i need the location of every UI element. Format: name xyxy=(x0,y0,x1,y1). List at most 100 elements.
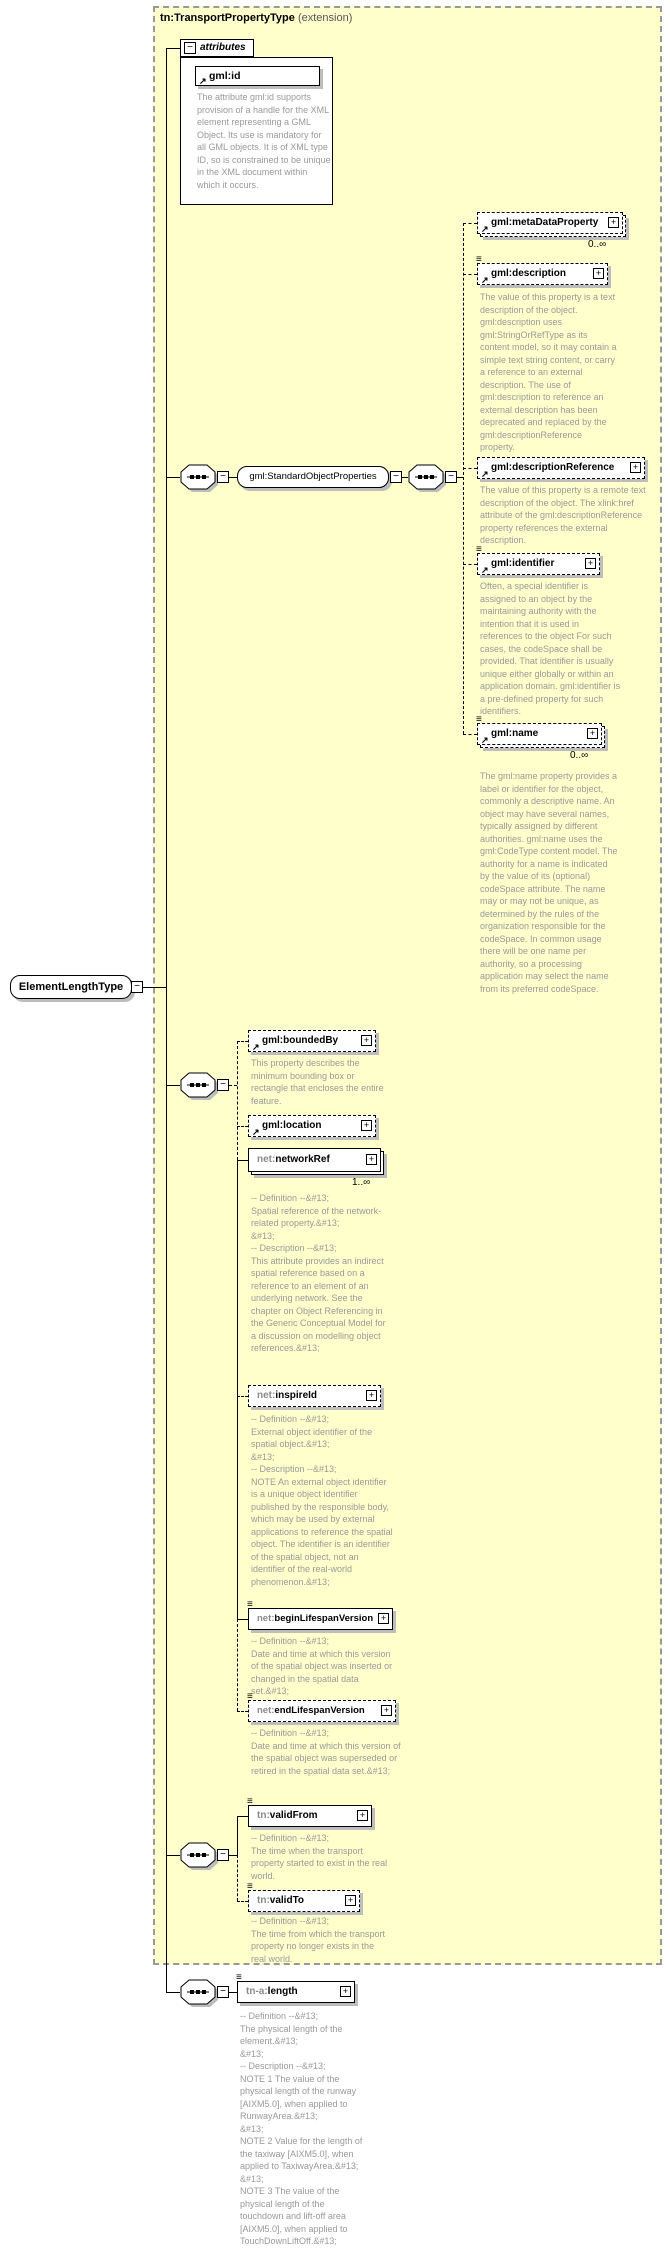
collapse-toggle[interactable]: − xyxy=(217,471,229,483)
element-tn-validTo[interactable]: ≡ tn:validTo + xyxy=(247,1882,360,1912)
sequence-icon[interactable] xyxy=(180,1842,220,1872)
sequence-icon[interactable] xyxy=(180,1072,220,1102)
element-tn-a-length[interactable]: ≡ tn-a:length + xyxy=(236,1973,355,2003)
cardinality-label: 1..∞ xyxy=(352,1177,371,1188)
expand-icon[interactable]: + xyxy=(585,558,596,569)
collapse-toggle[interactable]: − xyxy=(217,1079,229,1091)
annotation-icon: ≡ xyxy=(247,1881,253,1892)
collapse-toggle[interactable]: − xyxy=(131,981,143,993)
element-gml-description[interactable]: ≡ ↗ gml:description + xyxy=(476,255,608,285)
connector-line xyxy=(166,1085,180,1086)
connector-line xyxy=(463,468,477,469)
collapse-toggle[interactable]: − xyxy=(184,42,196,54)
connector-line xyxy=(143,987,166,988)
element-net-networkRef[interactable]: net:networkRef + xyxy=(248,1148,381,1172)
annotation-icon: ≡ xyxy=(476,254,482,265)
collapse-toggle[interactable]: − xyxy=(390,471,402,483)
collapse-toggle[interactable]: − xyxy=(217,1986,229,1998)
element-doc: This property describes the minimum boun… xyxy=(251,1058,384,1106)
reference-arrow-icon: ↗ xyxy=(252,1042,260,1052)
expand-icon[interactable]: + xyxy=(340,1986,351,1997)
collapse-toggle[interactable]: − xyxy=(217,1849,229,1861)
cardinality-label: 0..∞ xyxy=(588,239,607,250)
sequence-icon[interactable] xyxy=(180,464,220,494)
element-gml-name[interactable]: ≡ ↗ gml:name + xyxy=(476,715,602,745)
expand-icon[interactable]: + xyxy=(378,1613,389,1624)
connector-line xyxy=(463,564,477,565)
element-doc: -- Definition --&#13; The time from whic… xyxy=(251,1916,386,1964)
reference-arrow-icon: ↗ xyxy=(481,275,489,285)
reference-arrow-icon: ↗ xyxy=(481,224,489,234)
connector-line xyxy=(463,223,464,734)
element-label: net:networkRef xyxy=(257,1154,330,1165)
connector-line xyxy=(229,477,237,478)
element-label: net:inspireId xyxy=(257,1390,318,1401)
element-gml-identifier[interactable]: ≡ ↗ gml:identifier + xyxy=(476,545,600,575)
spine-line xyxy=(166,48,167,1992)
annotation-icon: ≡ xyxy=(476,714,482,725)
expand-icon[interactable]: + xyxy=(366,1390,377,1401)
connector-line xyxy=(229,1855,237,1856)
expand-icon[interactable]: + xyxy=(630,462,641,473)
element-doc: Often, a special identifier is assigned … xyxy=(480,581,621,716)
group-gml-StandardObjectProperties[interactable]: gml:StandardObjectProperties xyxy=(237,466,389,488)
element-label: tn:validTo xyxy=(257,1895,305,1906)
connector-line xyxy=(229,1085,237,1086)
element-doc: -- Definition --&#13; Spatial reference … xyxy=(251,1193,386,1353)
expand-icon[interactable]: + xyxy=(361,1120,372,1131)
attribute-label: gml:id xyxy=(209,70,241,82)
collapse-toggle[interactable]: − xyxy=(445,471,457,483)
connector-line xyxy=(463,274,477,275)
connector-line xyxy=(237,1816,238,1855)
attribute-gml-id[interactable]: ↗ gml:id xyxy=(195,66,320,86)
connector-line xyxy=(463,223,477,224)
element-doc: The value of this property is a text des… xyxy=(480,292,617,452)
element-net-endLifespanVersion[interactable]: ≡ net:endLifespanVersion + xyxy=(247,1692,396,1722)
connector-line xyxy=(237,1041,248,1042)
connector-line xyxy=(237,1160,248,1161)
expand-icon[interactable]: + xyxy=(361,1035,372,1046)
element-label: tn:validFrom xyxy=(257,1810,318,1821)
expand-icon[interactable]: + xyxy=(608,217,619,228)
element-gml-metaDataProperty[interactable]: ↗ gml:metaDataProperty + xyxy=(477,212,623,234)
connector-line xyxy=(237,1041,238,1160)
element-gml-location[interactable]: ↗ gml:location + xyxy=(248,1115,376,1137)
connector-line xyxy=(166,1855,180,1856)
reference-arrow-icon: ↗ xyxy=(481,565,489,575)
annotation-icon: ≡ xyxy=(236,1972,242,1983)
expand-icon[interactable]: + xyxy=(345,1895,356,1906)
connector-line xyxy=(402,477,408,478)
element-doc: -- Definition --&#13; The time when the … xyxy=(251,1833,388,1881)
element-label: gml:identifier xyxy=(491,558,555,569)
connector-line xyxy=(229,1992,237,1993)
expand-icon[interactable]: + xyxy=(587,728,598,739)
expand-icon[interactable]: + xyxy=(593,268,604,279)
connector-line xyxy=(237,1901,248,1902)
reference-arrow-icon: ↗ xyxy=(481,735,489,745)
element-gml-boundedBy[interactable]: ↗ gml:boundedBy + xyxy=(248,1030,376,1052)
sequence-icon[interactable] xyxy=(408,464,448,494)
element-net-beginLifespanVersion[interactable]: ≡ net:beginLifespanVersion + xyxy=(247,1600,393,1630)
extension-title: tn:TransportPropertyType (extension) xyxy=(160,12,353,24)
root-element-box[interactable]: ElementLengthType xyxy=(10,975,132,999)
element-label: gml:boundedBy xyxy=(262,1035,339,1046)
expand-icon[interactable]: + xyxy=(357,1810,368,1821)
connector-line xyxy=(237,1396,248,1397)
element-label: gml:name xyxy=(491,728,539,739)
sequence-icon[interactable] xyxy=(180,1979,220,2009)
element-label: gml:description xyxy=(491,268,567,279)
element-doc: -- Definition --&#13; Date and time at w… xyxy=(251,1728,401,1776)
element-net-inspireId[interactable]: net:inspireId + xyxy=(248,1385,381,1407)
element-gml-descriptionReference[interactable]: ↗ gml:descriptionReference + xyxy=(477,457,645,479)
expand-icon[interactable]: + xyxy=(366,1154,377,1165)
element-label: net:endLifespanVersion xyxy=(257,1705,365,1716)
element-tn-validFrom[interactable]: ≡ tn:validFrom + xyxy=(247,1797,372,1827)
element-doc: The gml:name property provides a label o… xyxy=(480,771,618,994)
extension-type-name: tn:TransportPropertyType xyxy=(160,12,295,24)
reference-arrow-icon: ↗ xyxy=(252,1127,260,1137)
connector-line xyxy=(237,1711,248,1712)
annotation-icon: ≡ xyxy=(247,1599,253,1610)
connector-line xyxy=(237,1619,248,1620)
attributes-group: − attributes xyxy=(180,39,254,57)
expand-icon[interactable]: + xyxy=(381,1705,392,1716)
